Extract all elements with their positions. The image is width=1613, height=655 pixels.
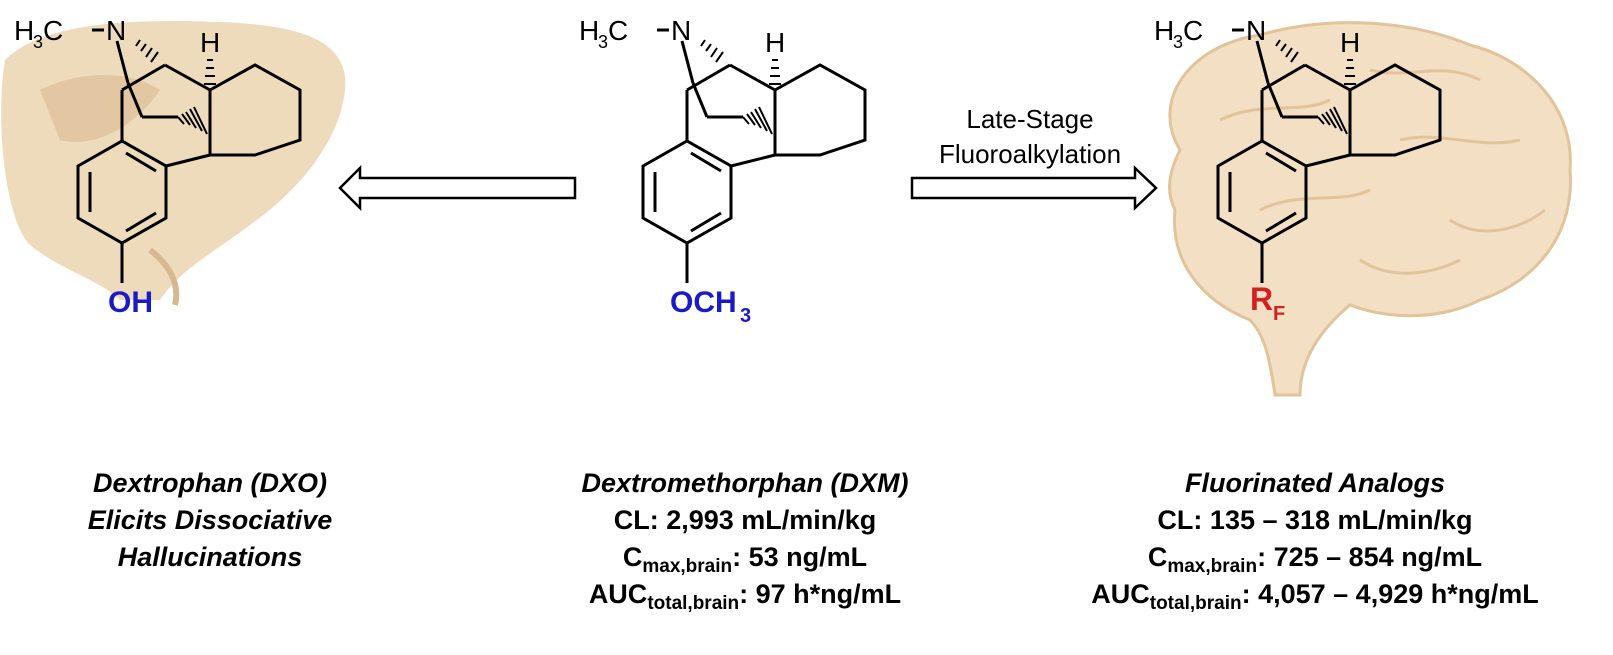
- left-oh-label: OH: [108, 286, 153, 319]
- center-cmax-value: : 53 ng/mL: [732, 542, 868, 572]
- brain-shape: [1168, 21, 1572, 397]
- right-methyl-h: H: [1154, 15, 1174, 46]
- left-bridge-h: H: [200, 27, 220, 58]
- center-och3-label: OCH: [670, 286, 737, 319]
- center-auc-line: AUCtotal,brain: 97 h*ng/mL: [520, 576, 970, 613]
- dextromethorphan-structure: [641, 28, 867, 285]
- center-cl-line: CL: 2,993 mL/min/kg: [520, 502, 970, 539]
- right-reaction-arrow: [910, 165, 1158, 211]
- center-methyl-c: C: [608, 15, 628, 46]
- left-methyl-h: H: [14, 15, 34, 46]
- right-methyl-sub: 3: [1173, 32, 1183, 52]
- center-nitrogen: N: [671, 15, 691, 46]
- right-cmax-value: : 725 – 854 ng/mL: [1257, 542, 1483, 572]
- left-methyl-sub: 3: [33, 32, 43, 52]
- right-bridge-h: H: [1340, 27, 1360, 58]
- left-methyl-c: C: [43, 15, 63, 46]
- arrow-label-line1: Late-Stage: [966, 104, 1093, 134]
- right-cl-label: CL:: [1157, 505, 1203, 535]
- center-auc-value: : 97 h*ng/mL: [739, 579, 902, 609]
- center-cl-value: 2,993 mL/min/kg: [666, 505, 877, 535]
- left-caption-line1: Dextrophan (DXO): [92, 468, 327, 498]
- right-cmax-line: Cmax,brain: 725 – 854 ng/mL: [1040, 539, 1590, 576]
- center-bridge-h: H: [765, 27, 785, 58]
- center-caption-title: Dextromethorphan (DXM): [581, 468, 909, 498]
- right-caption-title: Fluorinated Analogs: [1184, 468, 1445, 498]
- right-rf-label: R: [1250, 281, 1273, 317]
- right-auc-main: AUC: [1091, 579, 1150, 609]
- center-methyl-sub: 3: [598, 32, 608, 52]
- right-auc-value: : 4,057 – 4,929 h*ng/mL: [1241, 579, 1539, 609]
- center-methyl-h: H: [579, 15, 599, 46]
- center-cmax-line: Cmax,brain: 53 ng/mL: [520, 539, 970, 576]
- center-caption: Dextromethorphan (DXM) CL: 2,993 mL/min/…: [520, 465, 970, 613]
- right-methyl-c: C: [1183, 15, 1203, 46]
- center-cmax-main: C: [622, 542, 643, 572]
- center-cl-label: CL:: [613, 505, 659, 535]
- right-auc-line: AUCtotal,brain: 4,057 – 4,929 h*ng/mL: [1040, 576, 1590, 613]
- right-nitrogen: N: [1246, 15, 1266, 46]
- right-rf-sub: F: [1273, 303, 1285, 325]
- center-och3-sub: 3: [740, 305, 751, 327]
- left-caption: Dextrophan (DXO) Elicits Dissociative Ha…: [20, 465, 400, 576]
- center-auc-main: AUC: [588, 579, 648, 609]
- liver-shape: [1, 20, 346, 300]
- right-cmax-sub: max,brain: [1167, 556, 1258, 577]
- left-caption-line3: Hallucinations: [117, 542, 303, 572]
- liver-vessel: [148, 247, 180, 306]
- right-cmax-main: C: [1147, 542, 1168, 572]
- right-cl-value: 135 – 318 mL/min/kg: [1209, 505, 1473, 535]
- center-cmax-sub: max,brain: [642, 556, 733, 577]
- left-reaction-arrow: [338, 164, 577, 212]
- left-nitrogen: N: [106, 15, 126, 46]
- center-auc-sub: total,brain: [647, 593, 740, 614]
- right-cl-line: CL: 135 – 318 mL/min/kg: [1040, 502, 1590, 539]
- right-caption: Fluorinated Analogs CL: 135 – 318 mL/min…: [1040, 465, 1590, 613]
- arrow-label-line2: Fluoroalkylation: [939, 139, 1121, 169]
- left-caption-line2: Elicits Dissociative: [87, 505, 333, 535]
- right-auc-sub: total,brain: [1149, 593, 1242, 614]
